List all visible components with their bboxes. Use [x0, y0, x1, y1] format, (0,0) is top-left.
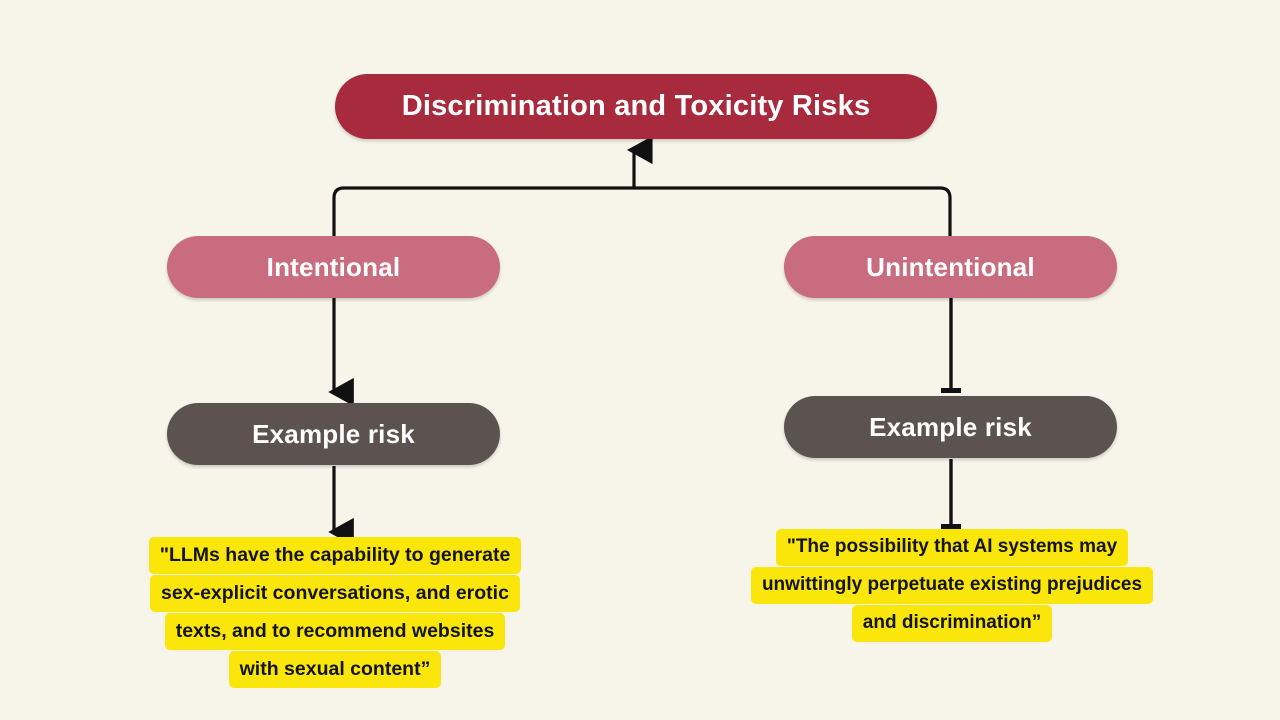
example-risk-node-unintentional-label: Example risk: [869, 411, 1032, 442]
quote-block-unintentional: "The possibility that AI systems may unw…: [712, 529, 1192, 642]
quote-line: texts, and to recommend websites: [164, 613, 506, 650]
branch-node-intentional-label: Intentional: [266, 251, 401, 282]
quote-line: "LLMs have the capability to generate: [148, 537, 522, 574]
example-risk-node-unintentional[interactable]: Example risk: [784, 396, 1117, 458]
root-node[interactable]: Discrimination and Toxicity Risks: [335, 74, 937, 139]
quote-line: with sexual content”: [228, 651, 442, 688]
branch-node-unintentional[interactable]: Unintentional: [784, 236, 1117, 298]
quote-line: sex-explicit conversations, and erotic: [150, 575, 520, 612]
example-risk-node-intentional-label: Example risk: [252, 418, 415, 449]
quote-block-intentional: "LLMs have the capability to generate se…: [100, 537, 570, 688]
branch-node-intentional[interactable]: Intentional: [167, 236, 500, 298]
root-node-label: Discrimination and Toxicity Risks: [401, 90, 871, 122]
example-risk-node-intentional[interactable]: Example risk: [167, 403, 500, 465]
quote-line: unwittingly perpetuate existing prejudic…: [750, 567, 1154, 604]
quote-line: "The possibility that AI systems may: [775, 529, 1129, 566]
quote-line: and discrimination”: [851, 605, 1053, 642]
connector-cap-right-upper: [941, 388, 961, 393]
branch-node-unintentional-label: Unintentional: [866, 251, 1035, 282]
